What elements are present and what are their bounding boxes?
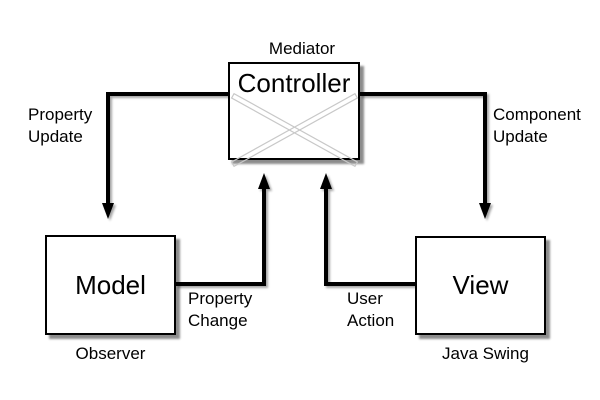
node-model-label: Model [75,269,146,300]
edge-property-update-arrowhead [102,203,114,219]
edge-property-change-line [176,189,266,286]
edge-user-action-line [324,189,415,286]
cross-diagonal-1 [230,92,359,168]
edge-label-line: Update [28,127,83,146]
edge-label-user-action: User Action [347,288,394,332]
annotation-mediator: Mediator [268,39,336,58]
edge-label-line: Action [347,311,395,330]
edge-label-line: Change [188,311,248,330]
edge-label-line: Update [493,127,548,146]
edge-label-line: Component [493,105,581,124]
node-model: Model [45,235,176,335]
edge-component-update-line [360,92,487,203]
edge-property-update-line [106,92,228,203]
edge-user-action-arrowhead [320,173,332,189]
edge-label-property-update: Property Update [28,104,92,148]
node-view: View [415,236,546,335]
edge-property-change-arrowhead [258,173,270,189]
cross-diagonal-2 [230,92,359,168]
annotation-observer: Observer [75,344,146,363]
edge-label-component-update: Component Update [493,104,581,148]
edge-label-line: Property [28,105,93,124]
edge-label-line: User [347,289,383,308]
node-view-label: View [452,270,509,301]
node-controller: Controller [228,62,360,160]
annotation-java-swing: Java Swing [442,344,529,363]
edge-label-property-change: Property Change [188,288,252,332]
edge-component-update-arrowhead [479,203,491,219]
edge-label-line: Property [188,289,253,308]
node-controller-label: Controller [237,68,351,98]
